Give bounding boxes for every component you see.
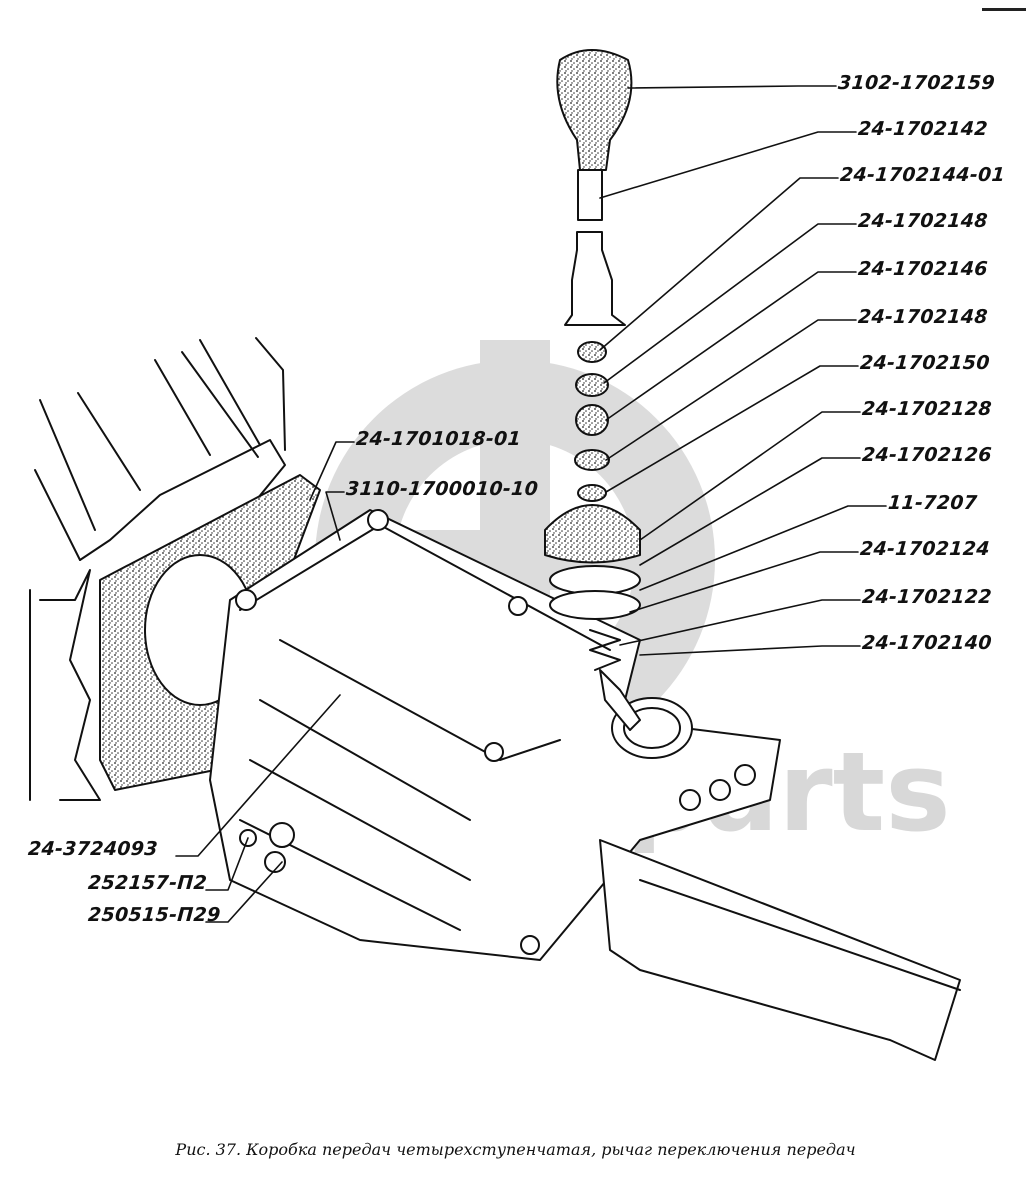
nut: [577, 484, 607, 502]
part-number-label: 3102-1702159: [837, 72, 996, 94]
leader-line: [205, 837, 249, 891]
engine-block: [29, 337, 286, 801]
lever-upper: [577, 169, 603, 221]
lever-sleeve: [564, 231, 626, 326]
bushing-a: [577, 341, 607, 363]
part-number-label: 252157-П2: [87, 872, 208, 894]
leader-line: [605, 365, 859, 493]
gearbox-extension: [599, 839, 961, 1061]
part-number-label: 24-1702124: [859, 538, 991, 560]
leader-line: [639, 457, 861, 566]
bushing-b: [575, 373, 609, 397]
leader-line: [605, 319, 857, 461]
spring: [589, 629, 621, 671]
scan-edge-mark: [982, 8, 1026, 11]
leader-line: [603, 223, 857, 384]
boot: [544, 504, 641, 564]
part-number-label: 24-1702128: [861, 398, 993, 420]
leader-line: [325, 491, 345, 541]
leader-line: [175, 694, 341, 857]
part-number-label: 24-1702148: [857, 306, 989, 328]
leader-line: [627, 85, 837, 89]
bushing-c: [575, 404, 609, 436]
part-number-label: 24-3724093: [27, 838, 159, 860]
part-number-label: 11-7207: [887, 492, 979, 514]
figure-caption: Рис. 37. Коробка передач четырехступенча…: [175, 1140, 856, 1159]
lever-base: [599, 669, 641, 731]
part-number-label: 24-1702122: [861, 586, 993, 608]
leader-line: [599, 177, 839, 351]
part-number-label: 24-1702148: [857, 210, 989, 232]
leader-line: [309, 441, 355, 501]
cup: [549, 590, 641, 620]
leader-line: [599, 131, 857, 199]
leader-line: [639, 411, 861, 541]
part-number-label: 24-1702140: [861, 632, 993, 654]
washer: [574, 449, 610, 471]
part-number-label: 24-1702126: [861, 444, 993, 466]
leader-line: [605, 271, 857, 421]
part-number-label: 24-1702146: [857, 258, 989, 280]
gear-lever-assembly: [544, 49, 641, 731]
part-number-label: 3110-1700010-10: [345, 478, 539, 500]
leader-line: [205, 861, 283, 923]
part-number-label: 24-1702142: [857, 118, 989, 140]
part-number-label: 250515-П29: [87, 904, 222, 926]
leader-line: [619, 599, 861, 646]
leader-line: [639, 505, 887, 591]
part-number-label: 24-1701018-01: [355, 428, 522, 450]
part-number-label: 24-1702150: [859, 352, 991, 374]
gearbox-housing: [209, 509, 781, 961]
ring: [549, 565, 641, 595]
leader-line: [639, 645, 861, 656]
leader-line: [629, 551, 859, 613]
gear-knob: [556, 49, 633, 171]
part-number-label: 24-1702144-01: [839, 164, 1006, 186]
